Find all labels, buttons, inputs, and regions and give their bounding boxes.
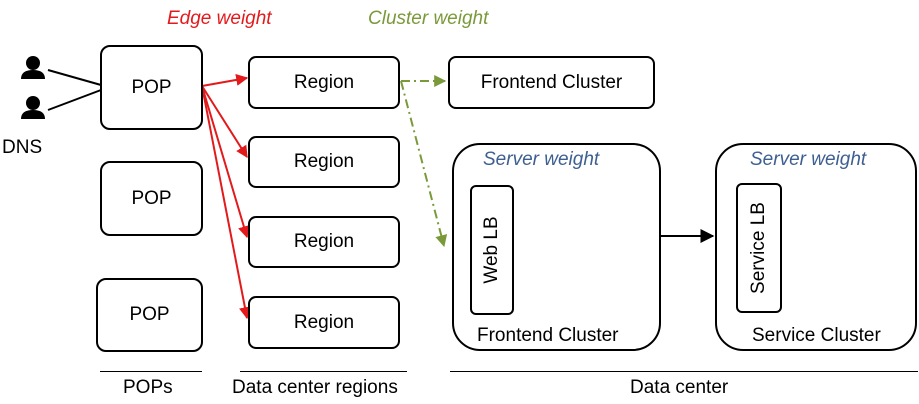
edge-weight-title: Edge weight xyxy=(167,8,272,29)
cluster-weight-title: Cluster weight xyxy=(368,8,489,29)
pop-box: POP xyxy=(100,45,203,130)
frontend-cluster-label: Frontend Cluster xyxy=(480,71,623,93)
cluster-arrow xyxy=(400,80,448,248)
pop-label: POP xyxy=(129,304,170,325)
region-label: Region xyxy=(293,311,355,333)
server-weight-title: Server weight xyxy=(750,149,867,170)
edge-arrow xyxy=(201,85,248,159)
datacenter-underline xyxy=(450,371,918,372)
region-box: Region xyxy=(248,136,400,188)
edge-arrow xyxy=(201,73,249,87)
dns-label: DNS xyxy=(2,137,43,158)
region-box: Region xyxy=(248,216,400,268)
region-label: Region xyxy=(293,151,355,172)
dns-link xyxy=(47,89,102,111)
service-lb-label: Service LB xyxy=(748,202,769,294)
edge-arrow xyxy=(201,85,250,239)
frontend-cluster-caption: Frontend Cluster xyxy=(477,325,619,346)
web-lb-box: Web LB xyxy=(470,185,514,315)
pops-caption: POPs xyxy=(123,377,173,398)
region-box: Region xyxy=(248,296,400,349)
region-label: Region xyxy=(293,231,355,252)
service-cluster-caption: Service Cluster xyxy=(752,325,881,346)
edge-arrow xyxy=(201,85,251,320)
regions-underline xyxy=(240,371,407,372)
region-label: Region xyxy=(293,71,355,93)
pop-label: POP xyxy=(131,187,172,209)
user-icon xyxy=(21,96,45,119)
frontend-cluster-box: Frontend Cluster xyxy=(448,56,655,109)
service-lb-box: Service LB xyxy=(736,183,782,313)
web-lb-label: Web LB xyxy=(481,216,502,284)
regions-caption: Data center regions xyxy=(232,377,398,398)
user-icon xyxy=(21,56,45,79)
server-weight-title: Server weight xyxy=(483,149,600,170)
region-box: Region xyxy=(248,56,400,109)
datacenter-caption: Data center xyxy=(630,377,729,398)
dns-link xyxy=(47,69,102,86)
pop-box: POP xyxy=(100,161,203,236)
pop-box: POP xyxy=(96,278,203,352)
pop-label: POP xyxy=(131,76,172,98)
pops-underline xyxy=(100,371,202,372)
